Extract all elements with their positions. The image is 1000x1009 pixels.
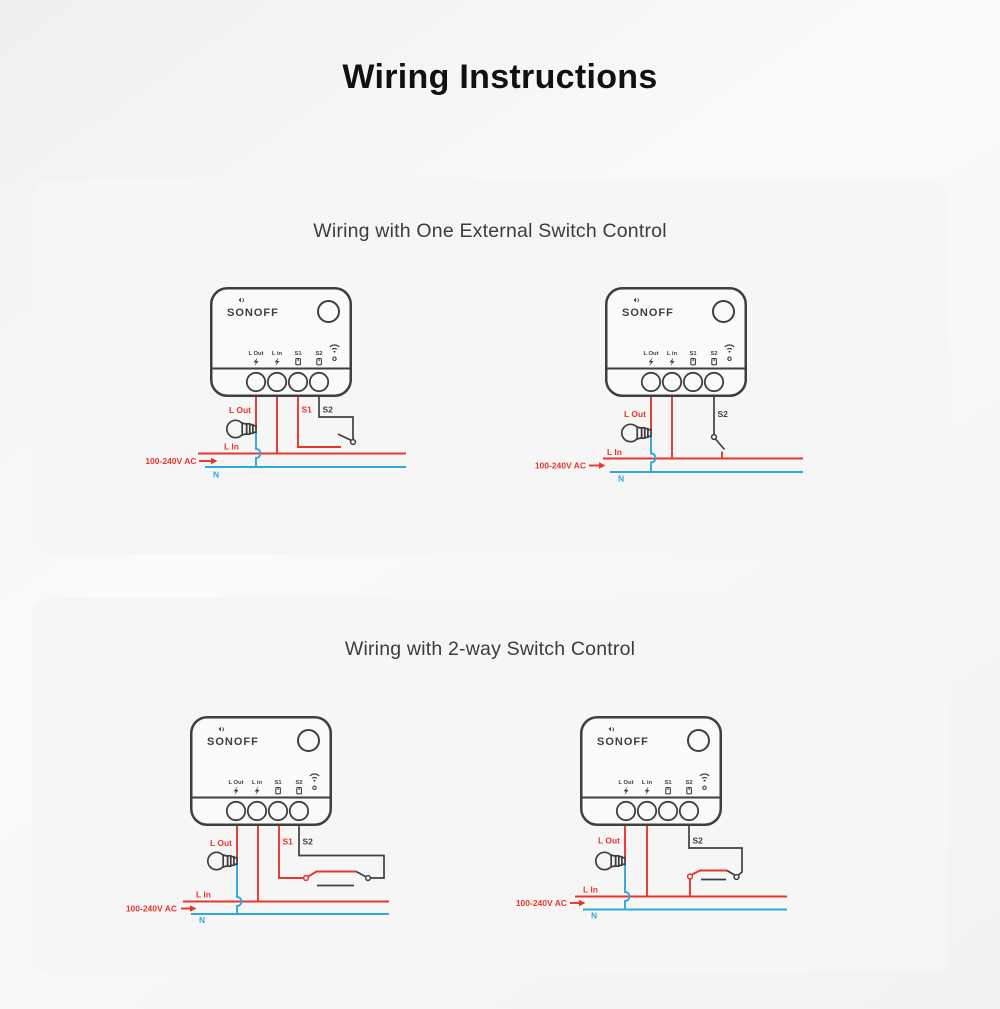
- label-l-out: L Out: [598, 836, 620, 846]
- labels: L Out L In S1 S2 100-240V AC N: [145, 405, 333, 480]
- neutral-bulb-wire: [255, 431, 262, 467]
- switch-pivot-left: [302, 874, 310, 882]
- switch-pivot-right: [364, 874, 372, 882]
- sonoff-device: [580, 716, 722, 826]
- section-heading-one-external: Wiring with One External Switch Control: [313, 220, 667, 242]
- label-neutral: N: [213, 470, 219, 480]
- wiring-diagram-one-switch-s2-live: L Out L In S2 100-240V AC N: [535, 287, 803, 484]
- label-s2: S2: [323, 405, 334, 415]
- section-heading-two-way: Wiring with 2-way Switch Control: [344, 638, 636, 660]
- panel-two-way-switch: Wiring with 2-way Switch Control: [32, 598, 948, 973]
- s1-wire: [297, 396, 341, 448]
- label-neutral: N: [618, 474, 624, 484]
- label-ac-voltage: 100-240V AC: [126, 904, 177, 914]
- label-neutral: N: [199, 915, 205, 925]
- wiring-diagram-two-way-s1-s2: L Out L In S1 S2 100-240V AC N: [126, 716, 389, 926]
- switch-pivot: [349, 438, 357, 446]
- switch-lever-left: [307, 870, 318, 878]
- switch-pivot: [710, 433, 718, 441]
- light-bulb: [225, 419, 257, 439]
- switch-lever-right: [355, 870, 366, 878]
- wiring-diagram-one-switch-s1-s2: L Out L In S1 S2 100-240V AC N: [145, 287, 406, 480]
- ac-arrow-head: [599, 462, 606, 469]
- light-bulb: [594, 851, 626, 871]
- panel-one-external-switch: Wiring with One External Switch Control: [32, 180, 948, 554]
- label-l-out: L Out: [624, 409, 646, 419]
- s2-wire: [298, 826, 385, 879]
- switch-pivot-right: [733, 873, 740, 881]
- light-bulb: [206, 851, 238, 871]
- wires: [589, 396, 803, 473]
- label-s2: S2: [303, 837, 314, 847]
- ac-arrow-head: [579, 899, 586, 907]
- label-l-in: L In: [224, 442, 239, 452]
- switch-lever: [337, 433, 352, 442]
- switch-lever: [714, 438, 726, 451]
- sonoff-device: [210, 287, 352, 397]
- neutral-bulb-wire: [650, 435, 657, 472]
- wires: [198, 396, 406, 468]
- switch-lever-right: [726, 869, 735, 876]
- switch-pivot-left: [686, 873, 694, 880]
- label-l-out: L Out: [229, 405, 251, 415]
- light-bulb: [620, 423, 652, 443]
- label-neutral: N: [591, 911, 597, 921]
- label-s1: S1: [302, 405, 313, 415]
- ac-arrow-head: [190, 905, 197, 912]
- sonoff-device: [605, 287, 747, 397]
- wiring-diagram-two-way-s2-live: L Out L In S2 100-240V AC N: [516, 716, 787, 921]
- labels: L Out L In S2 100-240V AC N: [516, 836, 703, 921]
- s1-wire: [278, 826, 304, 879]
- switch-lever-left: [691, 869, 702, 876]
- label-ac-voltage: 100-240V AC: [516, 898, 567, 908]
- label-s1: S1: [283, 837, 294, 847]
- neutral-bulb-wire: [236, 863, 243, 914]
- wires: [570, 826, 787, 911]
- s2-wire: [318, 396, 354, 440]
- wires: [181, 826, 389, 915]
- label-l-in: L In: [607, 447, 622, 457]
- label-ac-voltage: 100-240V AC: [145, 456, 196, 466]
- s2-wire: [688, 826, 743, 876]
- label-ac-voltage: 100-240V AC: [535, 461, 586, 471]
- labels: L Out L In S2 100-240V AC N: [535, 409, 728, 484]
- label-l-in: L In: [583, 885, 598, 895]
- ac-arrow-head: [211, 457, 218, 465]
- page-title: Wiring Instructions: [342, 58, 658, 96]
- labels: L Out L In S1 S2 100-240V AC N: [126, 837, 313, 926]
- label-l-in: L In: [196, 890, 211, 900]
- label-s2: S2: [718, 409, 729, 419]
- label-l-out: L Out: [210, 838, 232, 848]
- sonoff-device: [190, 716, 332, 826]
- neutral-bulb-wire: [624, 863, 631, 910]
- label-s2: S2: [693, 836, 704, 846]
